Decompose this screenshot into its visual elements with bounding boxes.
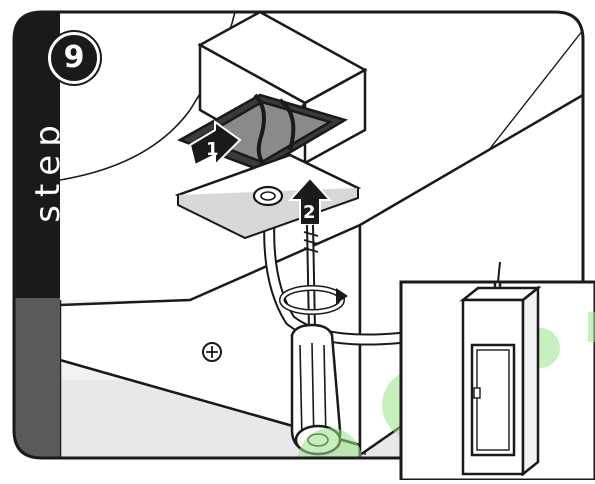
step-word-text: step <box>28 117 68 223</box>
circuit-breaker-panel-icon <box>463 282 538 474</box>
screw-icon <box>203 343 221 361</box>
callout-2-label: 2 <box>303 202 316 223</box>
step-number-badge: 9 <box>48 32 100 84</box>
step-label: step <box>20 100 76 240</box>
inset-panel <box>401 262 595 480</box>
callout-1-label: 1 <box>206 139 219 160</box>
